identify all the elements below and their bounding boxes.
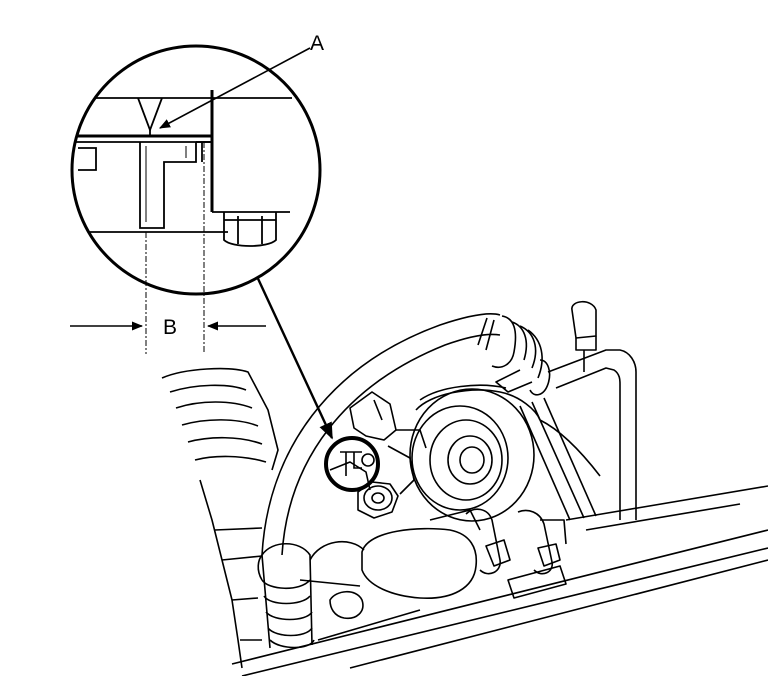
ac-pipe [495, 300, 637, 520]
engine-illustration [161, 300, 768, 677]
dimension-b: B [70, 142, 266, 354]
hex-nut [223, 212, 277, 247]
lower-housing [299, 508, 567, 641]
left-tab [78, 147, 97, 171]
detail-circle-frame [70, 44, 322, 296]
engine-cover-left [161, 367, 279, 669]
callout-a: A [159, 32, 324, 129]
drive-belt [519, 397, 601, 521]
target-marker-circle [324, 436, 380, 492]
t-indicator-mark [139, 142, 197, 229]
frame-rail [231, 485, 768, 677]
coolant-hose [257, 313, 543, 649]
tensioner-bolt [357, 481, 399, 519]
dimension-b-label: B [163, 316, 177, 339]
callout-a-leader [159, 47, 311, 129]
leader-arrow [252, 269, 334, 440]
callout-a-label: A [310, 32, 324, 55]
mounting-bracket [329, 391, 427, 495]
magnified-detail [70, 44, 322, 296]
idler-pulley [409, 384, 541, 522]
